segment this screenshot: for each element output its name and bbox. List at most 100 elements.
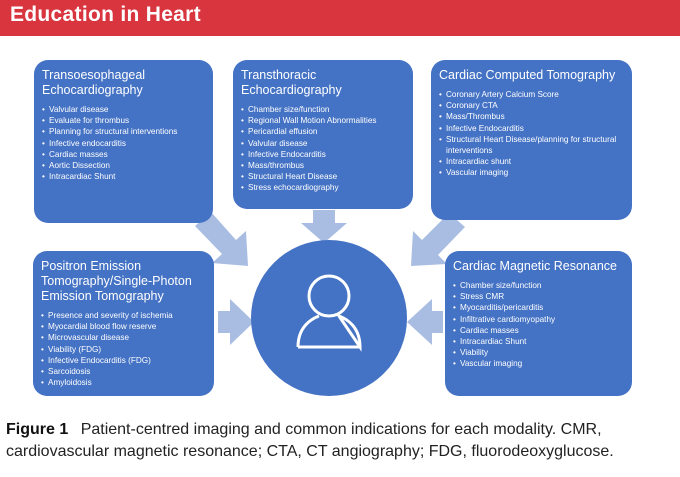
bullet-icon: • [241, 183, 244, 193]
bullet-icon: • [41, 333, 44, 343]
header-banner: Education in Heart [0, 0, 680, 36]
bullet-icon: • [241, 116, 244, 126]
bullet-icon: • [453, 281, 456, 290]
bullet-icon: • [439, 157, 442, 167]
list-item: •Myocarditis/pericarditis [453, 303, 544, 313]
indication-list: •Chamber size/function •Regional Wall Mo… [241, 104, 407, 194]
list-item: •Cardiac masses [453, 325, 519, 335]
bullet-icon: • [453, 359, 456, 369]
indication-list: •Presence and severity of ischemia •Myoc… [41, 310, 208, 388]
bullet-icon: • [42, 105, 45, 114]
list-item: •Intracardiac shunt [439, 157, 512, 167]
list-item: •Viability [453, 348, 489, 358]
bullet-icon: • [439, 134, 442, 144]
bullet-icon: • [453, 348, 456, 358]
box-cardiac-computed-tomography: Cardiac Computed Tomography •Coronary Ar… [431, 60, 632, 220]
bullet-icon: • [439, 101, 442, 111]
list-item: •Structural Heart Disease [241, 172, 338, 182]
caption-text: Patient-centred imaging and common indic… [6, 421, 614, 460]
list-item: •Structural Heart Disease/planning for s… [439, 134, 617, 156]
list-item: •Sarcoidosis [41, 367, 91, 377]
list-item: •Myocardial blood flow reserve [41, 322, 157, 332]
list-item: •Evaluate for thrombus [42, 116, 130, 126]
bullet-icon: • [42, 161, 45, 171]
list-item: •Stress CMR [453, 292, 505, 302]
list-item: •Infective Endocarditis [241, 149, 326, 159]
bullet-icon: • [439, 123, 442, 133]
box-title: Cardiac Computed Tomography [439, 68, 616, 82]
list-item: •Infective endocarditis [42, 138, 126, 148]
list-item: •Aortic Dissection [42, 161, 110, 171]
list-item: •Vascular imaging [453, 359, 523, 369]
box-title: Transthoracic Echocardiography [241, 68, 342, 97]
bullet-icon: • [241, 161, 244, 171]
bullet-icon: • [439, 168, 442, 178]
box-positron-emission-tomography: Positron Emission Tomography/Single-Phot… [33, 251, 214, 396]
box-transthoracic-echocardiography: Transthoracic Echocardiography •Chamber … [233, 60, 413, 209]
bullet-icon: • [453, 337, 456, 347]
list-item: •Amyloidosis [41, 378, 92, 388]
arrow-cct-to-center [411, 213, 465, 266]
bullet-icon: • [453, 314, 456, 324]
bullet-icon: • [241, 138, 244, 148]
figure-caption: Figure 1 Patient-centred imaging and com… [6, 419, 672, 463]
patient-circle [251, 240, 407, 396]
figure-label: Figure 1 [6, 421, 69, 438]
list-item: •Intracardiac Shunt [453, 337, 527, 347]
list-item: •Coronary Artery Calcium Score [439, 90, 559, 99]
list-item: •Infective Endocarditis (FDG) [41, 355, 151, 365]
bullet-icon: • [453, 292, 456, 302]
list-item: •Regional Wall Motion Abnormalities [241, 116, 377, 126]
list-item: •Presence and severity of ischemia [41, 311, 173, 320]
arrow-pet-to-center [218, 299, 254, 345]
bullet-icon: • [41, 344, 44, 354]
bullet-icon: • [439, 90, 442, 99]
list-item: •Stress echocardiography [241, 183, 339, 193]
list-item: •Pericardial effusion [241, 127, 318, 137]
list-item: •Chamber size/function [241, 105, 330, 114]
indication-list: •Valvular disease •Evaluate for thrombus… [42, 104, 207, 182]
bullet-icon: • [42, 172, 45, 182]
bullet-icon: • [453, 325, 456, 335]
list-item: •Coronary CTA [439, 101, 498, 111]
bullet-icon: • [42, 149, 45, 159]
arrow-tte-to-center [301, 210, 347, 243]
person-icon [296, 274, 362, 352]
bullet-icon: • [41, 378, 44, 388]
list-item: •Vascular imaging [439, 168, 509, 178]
list-item: •Mass/Thrombus [439, 112, 505, 122]
list-item: •Infiltrative cardiomyopathy [453, 314, 556, 324]
list-item: •Valvular disease [241, 138, 308, 148]
indication-list: •Coronary Artery Calcium Score •Coronary… [439, 89, 626, 179]
list-item: •Intracardiac Shunt [42, 172, 116, 182]
box-title: Cardiac Magnetic Resonance [453, 259, 617, 273]
list-item: •Mass/thrombus [241, 161, 304, 171]
bullet-icon: • [41, 322, 44, 332]
bullet-icon: • [453, 303, 456, 313]
bullet-icon: • [41, 311, 44, 320]
bullet-icon: • [241, 127, 244, 137]
bullet-icon: • [241, 149, 244, 159]
box-transoesophageal-echocardiography: Transoesophageal Echocardiography •Valvu… [34, 60, 213, 223]
bullet-icon: • [241, 105, 244, 114]
bullet-icon: • [42, 116, 45, 126]
list-item: •Planning for structural interventions [42, 127, 178, 137]
bullet-icon: • [42, 127, 45, 137]
indication-list: •Chamber size/function •Stress CMR •Myoc… [453, 280, 626, 370]
bullet-icon: • [41, 355, 44, 365]
list-item: •Infective Endocarditis [439, 123, 524, 133]
list-item: •Viability (FDG) [41, 344, 102, 354]
bullet-icon: • [241, 172, 244, 182]
list-item: •Chamber size/function [453, 281, 542, 290]
bullet-icon: • [41, 367, 44, 377]
bullet-icon: • [439, 112, 442, 122]
arrow-cmr-to-center [407, 299, 443, 345]
list-item: •Valvular disease [42, 105, 109, 114]
bullet-icon: • [42, 138, 45, 148]
box-title: Transoesophageal Echocardiography [42, 68, 146, 97]
list-item: •Cardiac masses [42, 149, 108, 159]
banner-title: Education in Heart [10, 3, 201, 26]
box-cardiac-magnetic-resonance: Cardiac Magnetic Resonance •Chamber size… [445, 251, 632, 396]
arrow-tee-to-center [195, 212, 248, 266]
